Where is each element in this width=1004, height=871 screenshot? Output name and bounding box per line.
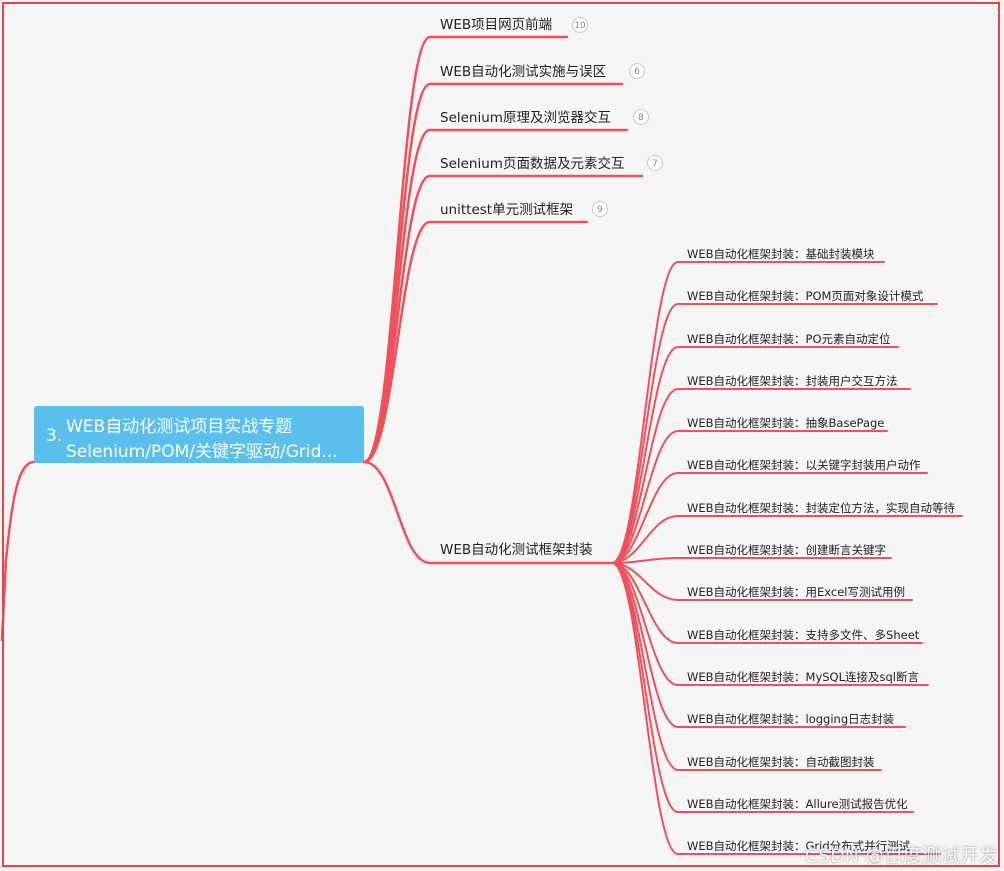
branch-connector bbox=[362, 460, 614, 565]
subtopic-connector bbox=[611, 562, 929, 686]
central-left-connector bbox=[0, 460, 36, 642]
subtopic-item[interactable]: WEB自动化框架封装：封装定位方法，实现自动等待 bbox=[687, 501, 956, 515]
branch-topic[interactable]: Selenium原理及浏览器交互 bbox=[440, 110, 611, 126]
subtopic-item[interactable]: WEB自动化框架封装：POM页面对象设计模式 bbox=[687, 289, 924, 303]
central-topic-number: 3. bbox=[46, 426, 63, 446]
subtopic-connector bbox=[611, 472, 928, 564]
branch-topic-framework[interactable]: WEB自动化测试框架封装 bbox=[440, 542, 593, 558]
subtopic-item[interactable]: WEB自动化框架封装：基础封装模块 bbox=[687, 247, 875, 261]
subtopic-connector bbox=[611, 557, 892, 564]
subtopic-item[interactable]: WEB自动化框架封装：创建断言关键字 bbox=[687, 543, 887, 557]
subtopic-connector bbox=[611, 562, 906, 728]
subtopic-item[interactable]: WEB自动化框架封装：支持多文件、多Sheet bbox=[687, 628, 920, 642]
subtopic-connector bbox=[611, 430, 888, 564]
subtopic-item[interactable]: WEB自动化框架封装：封装用户交互方法 bbox=[687, 374, 898, 388]
branch-label: WEB自动化测试实施与误区 bbox=[440, 64, 607, 80]
branch-topic[interactable]: WEB项目网页前端 bbox=[440, 17, 552, 33]
subtopic-item[interactable]: WEB自动化框架封装：MySQL连接及sql断言 bbox=[687, 670, 919, 684]
branch-connector bbox=[362, 35, 569, 464]
branch-topic[interactable]: unittest单元测试框架 bbox=[440, 202, 573, 218]
subtopic-connector bbox=[611, 346, 899, 564]
branch-count-badge[interactable]: 9 bbox=[592, 201, 608, 217]
central-topic[interactable]: 3. WEB自动化测试项目实战专题 Selenium/POM/关键字驱动/Gri… bbox=[34, 406, 364, 463]
subtopic-connector bbox=[611, 515, 963, 564]
subtopic-item[interactable]: WEB自动化框架封装：Allure测试报告优化 bbox=[687, 797, 908, 811]
branch-label: WEB自动化测试框架封装 bbox=[440, 542, 593, 558]
branch-label: Selenium页面数据及元素交互 bbox=[440, 156, 625, 172]
branch-label: WEB项目网页前端 bbox=[440, 17, 553, 33]
subtopic-item[interactable]: WEB自动化框架封装：自动截图封装 bbox=[687, 755, 875, 769]
branch-count-badge[interactable]: 8 bbox=[633, 109, 649, 125]
branch-count-badge[interactable]: 7 bbox=[647, 155, 663, 171]
branch-label: Selenium原理及浏览器交互 bbox=[440, 110, 611, 126]
subtopic-connector bbox=[611, 562, 941, 855]
subtopic-item[interactable]: WEB自动化框架封装：Grid分布式并行测试 bbox=[687, 839, 911, 853]
central-topic-title: WEB自动化测试项目实战专题 bbox=[66, 417, 293, 437]
branch-topic[interactable]: Selenium页面数据及元素交互 bbox=[440, 156, 624, 172]
subtopic-item[interactable]: WEB自动化框架封装：抽象BasePage bbox=[687, 416, 885, 430]
subtopic-item[interactable]: WEB自动化框架封装：以关键字封装用户动作 bbox=[687, 458, 921, 472]
subtopic-connector bbox=[611, 562, 923, 644]
central-topic-subtitle: Selenium/POM/关键字驱动/Grid... bbox=[66, 442, 338, 462]
subtopic-connector bbox=[611, 562, 913, 601]
branch-count-badge[interactable]: 10 bbox=[572, 17, 588, 33]
subtopic-connector bbox=[611, 303, 938, 564]
branch-topic[interactable]: WEB自动化测试实施与误区 bbox=[440, 64, 606, 80]
branch-connector bbox=[362, 220, 589, 464]
watermark: CSDN @百度测试开发 bbox=[804, 845, 998, 867]
subtopic-item[interactable]: WEB自动化框架封装：用Excel写测试用例 bbox=[687, 585, 905, 599]
branch-label: unittest单元测试框架 bbox=[440, 202, 574, 218]
branch-count-badge[interactable]: 6 bbox=[629, 63, 645, 79]
subtopic-item[interactable]: WEB自动化框架封装：PO元素自动定位 bbox=[687, 332, 891, 346]
subtopic-connector bbox=[611, 388, 911, 564]
subtopic-item[interactable]: WEB自动化框架封装：logging日志封装 bbox=[687, 712, 895, 726]
